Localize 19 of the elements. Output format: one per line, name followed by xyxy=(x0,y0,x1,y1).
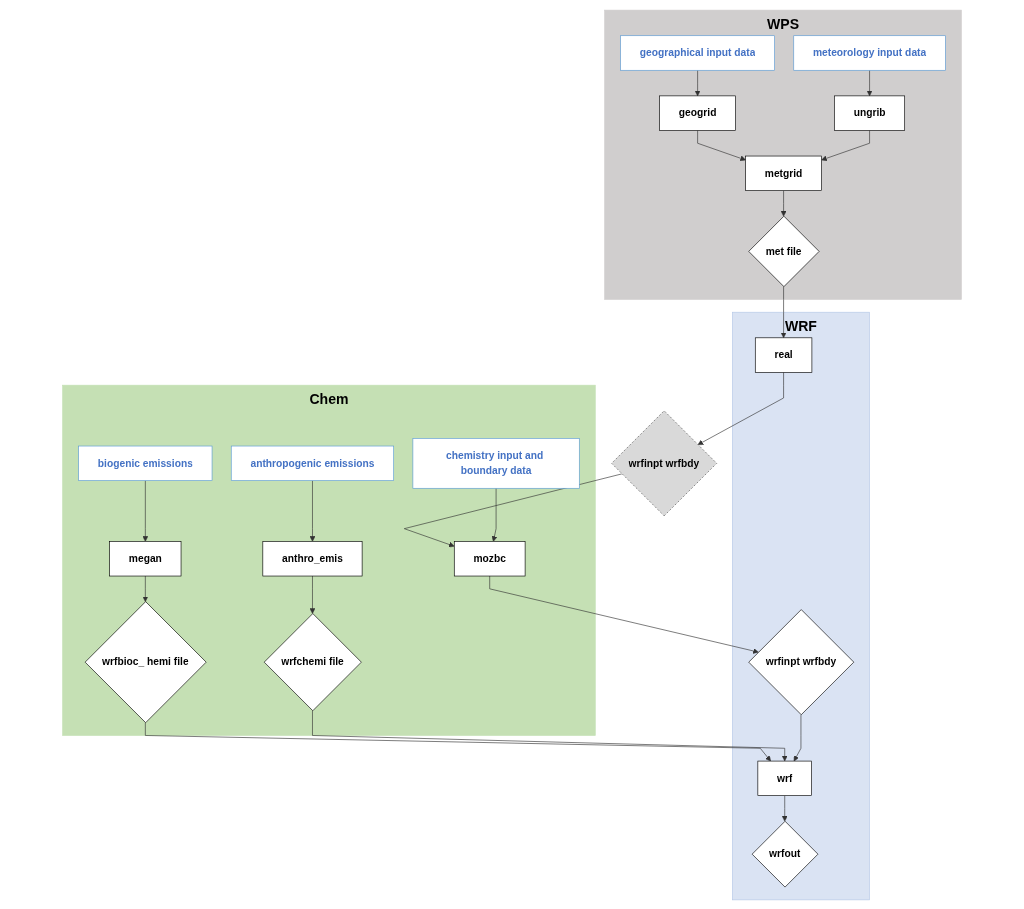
node-box: real xyxy=(754,337,813,373)
node-diamond: wrfinpt wrfbdy xyxy=(611,409,718,516)
node-box: biogenic emissions xyxy=(78,445,213,481)
node-box: megan xyxy=(109,540,182,576)
node-box: wrf xyxy=(757,760,812,796)
node-diamond: wrfchemi file xyxy=(263,612,362,711)
node-diamond: wrfbioc_ hemi file xyxy=(84,600,207,723)
node-box: geogrid xyxy=(659,95,736,131)
node-box: chemistry input and boundary data xyxy=(412,437,580,489)
node-box: mozbc xyxy=(453,540,526,576)
node-box: anthropogenic emissions xyxy=(230,445,394,481)
node-diamond: wrfout xyxy=(751,820,819,887)
node-diamond: wrfinpt wrfbdy xyxy=(748,608,855,715)
node-box: meteorology input data xyxy=(793,34,946,71)
node-box: geographical input data xyxy=(620,34,775,71)
node-box: ungrib xyxy=(834,95,906,131)
node-box: anthro_emis xyxy=(262,540,363,576)
node-diamond: met file xyxy=(748,215,820,287)
node-box: metgrid xyxy=(745,155,822,191)
